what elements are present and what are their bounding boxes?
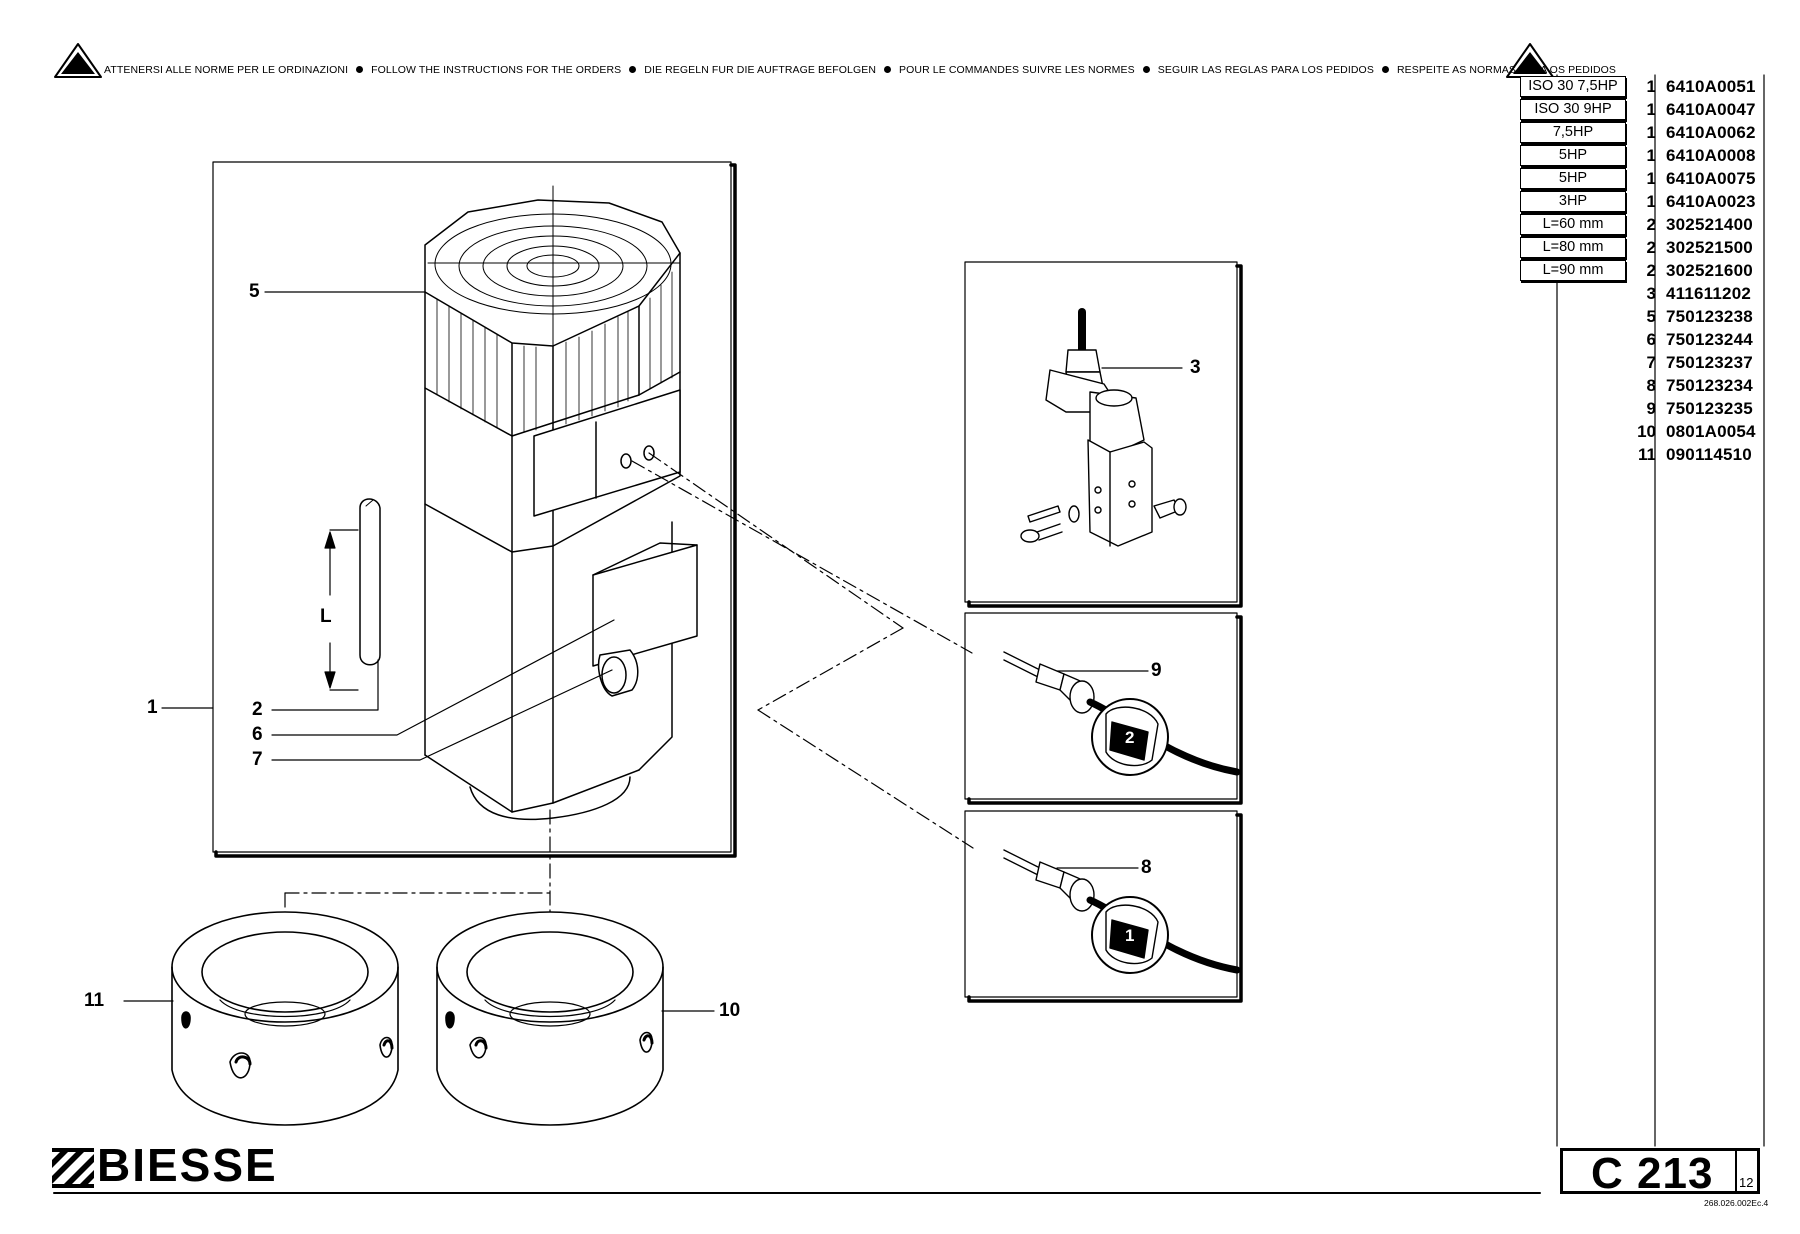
part-variant-label: ISO 30 7,5HP bbox=[1520, 76, 1626, 97]
part-code: 6410A0023 bbox=[1666, 192, 1756, 211]
parts-row: 9 750123235 bbox=[1520, 397, 1760, 420]
part-code: 6410A0008 bbox=[1666, 146, 1756, 165]
part-variant-label: 5HP bbox=[1520, 168, 1626, 189]
part-qty: 2 bbox=[1646, 261, 1656, 280]
sensor-cable-8 bbox=[1003, 849, 1241, 974]
part-code: 302521400 bbox=[1666, 215, 1753, 234]
part-code: 750123238 bbox=[1666, 307, 1753, 326]
callout-8: 8 bbox=[1141, 857, 1152, 878]
part-code: 750123237 bbox=[1666, 353, 1753, 372]
callout-1: 1 bbox=[147, 697, 158, 718]
order-instructions-banner: ATTENERSI ALLE NORME PER LE ORDINAZIONI F… bbox=[104, 64, 1616, 76]
dimension-l-label: L bbox=[320, 606, 332, 627]
part-qty: 3 bbox=[1646, 284, 1656, 303]
connector-mark-lower: 1 bbox=[1125, 926, 1135, 945]
part-qty: 1 bbox=[1646, 77, 1656, 96]
part-code: 6410A0051 bbox=[1666, 77, 1756, 96]
part-variant-label: L=60 mm bbox=[1520, 214, 1626, 235]
dimension-l bbox=[324, 529, 359, 691]
part-qty: 10 bbox=[1637, 422, 1656, 441]
callout-2: 2 bbox=[252, 699, 263, 720]
parts-row: 5HP 1 6410A0008 bbox=[1520, 144, 1760, 167]
callout-7: 7 bbox=[252, 749, 263, 770]
part-qty: 1 bbox=[1646, 169, 1656, 188]
part-qty: 11 bbox=[1638, 445, 1656, 464]
callout-3: 3 bbox=[1190, 357, 1201, 378]
part-code: 6410A0062 bbox=[1666, 123, 1756, 142]
page-code: C 213 bbox=[1591, 1149, 1714, 1198]
part-code: 6410A0075 bbox=[1666, 169, 1756, 188]
part-variant-label: 7,5HP bbox=[1520, 122, 1626, 143]
parts-row: 10 0801A0054 bbox=[1520, 420, 1760, 443]
part-code: 750123244 bbox=[1666, 330, 1753, 349]
page-number-cell: 12 bbox=[1735, 1148, 1757, 1194]
parts-row: 3 411611202 bbox=[1520, 282, 1760, 305]
connector-mark-upper: 2 bbox=[1125, 728, 1135, 747]
parts-row: 3HP 1 6410A0023 bbox=[1520, 190, 1760, 213]
ring-nut-10 bbox=[436, 911, 664, 1126]
parts-row: L=90 mm 2 302521600 bbox=[1520, 259, 1760, 282]
part-variant-label: ISO 30 9HP bbox=[1520, 99, 1626, 120]
part-code: 411611202 bbox=[1666, 284, 1752, 303]
document-reference: 268.026.002Ec.4 bbox=[1704, 1198, 1769, 1208]
warning-icon-left bbox=[54, 43, 102, 78]
part-qty: 1 bbox=[1646, 100, 1656, 119]
parts-row: 7 750123237 bbox=[1520, 351, 1760, 374]
part-variant-label: L=90 mm bbox=[1520, 260, 1626, 281]
parts-row: 5HP 1 6410A0075 bbox=[1520, 167, 1760, 190]
page-code-box: C 213 12 bbox=[1560, 1148, 1760, 1198]
warning-text-de: DIE REGELN FUR DIE AUFTRAGE BEFOLGEN bbox=[644, 64, 877, 76]
part-qty: 8 bbox=[1646, 376, 1656, 395]
warning-text-fr: POUR LE COMMANDES SUIVRE LES NORMES bbox=[899, 64, 1135, 76]
part-qty: 5 bbox=[1646, 307, 1656, 326]
callout-10: 10 bbox=[719, 1000, 741, 1021]
part-qty: 1 bbox=[1646, 146, 1656, 165]
part-variant-label: L=80 mm bbox=[1520, 237, 1626, 258]
motor-spindle bbox=[359, 185, 698, 821]
part-qty: 1 bbox=[1646, 192, 1656, 211]
solenoid-valve bbox=[1020, 308, 1187, 547]
warning-text-en: FOLLOW THE INSTRUCTIONS FOR THE ORDERS bbox=[371, 64, 622, 76]
ring-nut-11 bbox=[171, 911, 399, 1126]
page-number: 12 bbox=[1739, 1175, 1754, 1190]
sensor-cable-9 bbox=[1003, 651, 1241, 776]
part-code: 0801A0054 bbox=[1666, 422, 1756, 441]
parts-row: 7,5HP 1 6410A0062 bbox=[1520, 121, 1760, 144]
part-code: 6410A0047 bbox=[1666, 100, 1756, 119]
parts-row: ISO 30 9HP 1 6410A0047 bbox=[1520, 98, 1760, 121]
callout-11: 11 bbox=[84, 990, 105, 1011]
part-qty: 2 bbox=[1646, 238, 1656, 257]
part-qty: 6 bbox=[1646, 330, 1656, 349]
parts-row: 11 090114510 bbox=[1520, 443, 1760, 466]
brand-name: BIESSE bbox=[97, 1139, 278, 1191]
callout-9: 9 bbox=[1151, 660, 1162, 681]
part-qty: 2 bbox=[1646, 215, 1656, 234]
part-variant-label: 5HP bbox=[1520, 145, 1626, 166]
part-code: 750123235 bbox=[1666, 399, 1753, 418]
part-variant-label: 3HP bbox=[1520, 191, 1626, 212]
part-code: 302521500 bbox=[1666, 238, 1753, 257]
part-code: 090114510 bbox=[1666, 445, 1752, 464]
parts-row: 8 750123234 bbox=[1520, 374, 1760, 397]
warning-text-it: ATTENERSI ALLE NORME PER LE ORDINAZIONI bbox=[104, 64, 349, 76]
callout-5: 5 bbox=[249, 281, 260, 302]
parts-row: 5 750123238 bbox=[1520, 305, 1760, 328]
parts-row: L=80 mm 2 302521500 bbox=[1520, 236, 1760, 259]
biesse-logo-icon bbox=[52, 1148, 94, 1188]
parts-row: 6 750123244 bbox=[1520, 328, 1760, 351]
warning-text-pt: RESPEITE AS NORMAS PARA OS PEDIDOS bbox=[1396, 64, 1617, 76]
part-code: 302521600 bbox=[1666, 261, 1753, 280]
part-code: 750123234 bbox=[1666, 376, 1753, 395]
callout-6: 6 bbox=[252, 724, 263, 745]
part-qty: 7 bbox=[1646, 353, 1656, 372]
parts-row: ISO 30 7,5HP 1 6410A0051 bbox=[1520, 75, 1760, 98]
warning-text-es: SEGUIR LAS REGLAS PARA LOS PEDIDOS bbox=[1157, 64, 1374, 76]
part-qty: 9 bbox=[1646, 399, 1656, 418]
part-qty: 1 bbox=[1646, 123, 1656, 142]
parts-row: L=60 mm 2 302521400 bbox=[1520, 213, 1760, 236]
